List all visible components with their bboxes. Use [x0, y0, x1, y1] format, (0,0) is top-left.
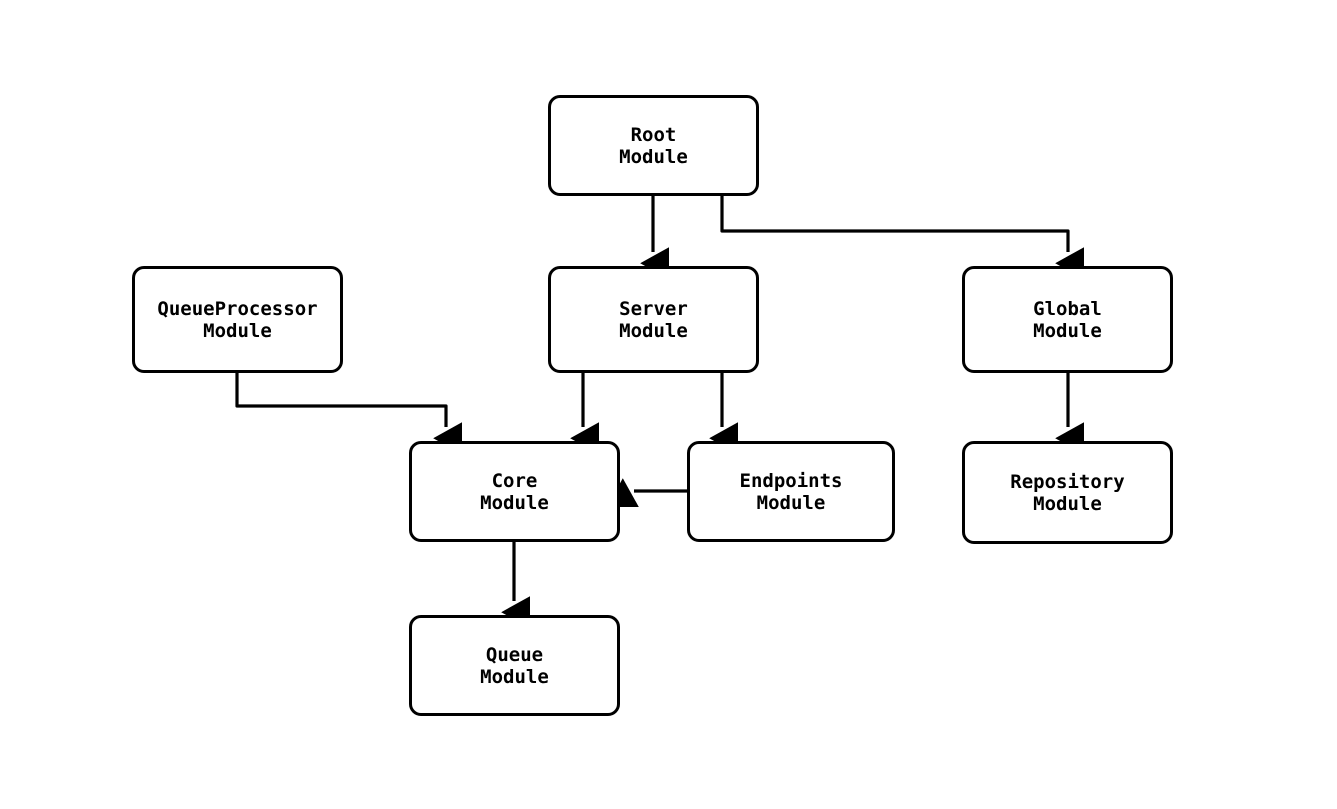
- node-label-server-module: Server Module: [619, 297, 688, 342]
- node-label-endpoints-module: Endpoints Module: [739, 469, 843, 514]
- node-label-root-module: Root Module: [619, 123, 688, 168]
- node-root-module[interactable]: Root Module: [548, 95, 759, 196]
- node-label-core-module: Core Module: [480, 469, 549, 514]
- edge-root-to-global: [720, 196, 1084, 280]
- node-core-module[interactable]: Core Module: [409, 441, 620, 542]
- node-global-module[interactable]: Global Module: [962, 266, 1173, 373]
- node-repository-module[interactable]: Repository Module: [962, 441, 1173, 544]
- node-label-global-module: Global Module: [1033, 297, 1102, 342]
- node-endpoints-module[interactable]: Endpoints Module: [687, 441, 895, 542]
- node-label-queue-module: Queue Module: [480, 643, 549, 688]
- edge-queueprocessor-to-core: [235, 373, 462, 455]
- edges-group: [235, 196, 1084, 629]
- node-label-queueprocessor-module: QueueProcessor Module: [157, 297, 318, 342]
- node-queueprocessor-module[interactable]: QueueProcessor Module: [132, 266, 343, 373]
- node-queue-module[interactable]: Queue Module: [409, 615, 620, 716]
- node-label-repository-module: Repository Module: [1010, 470, 1125, 515]
- node-server-module[interactable]: Server Module: [548, 266, 759, 373]
